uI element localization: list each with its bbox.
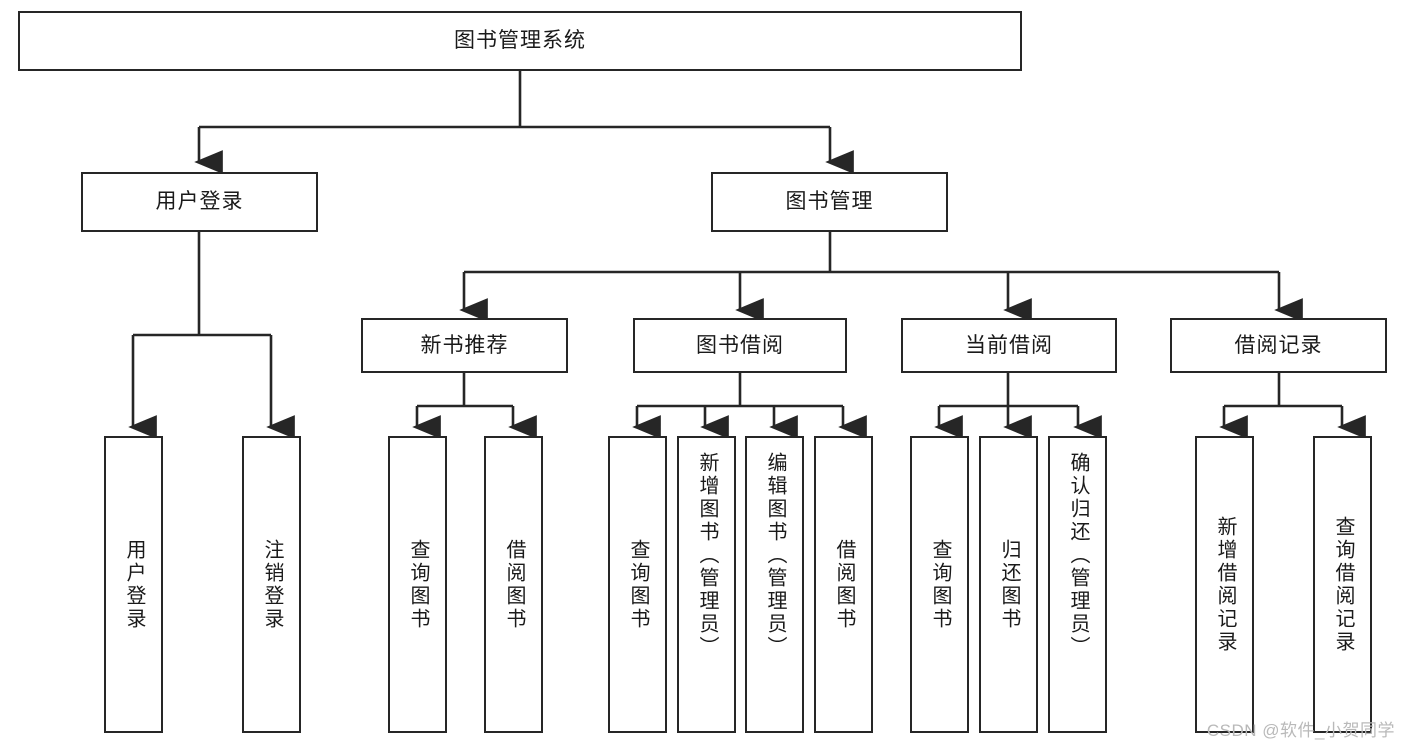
leaf-query-book-1-label: 查询图书 xyxy=(407,538,429,631)
node-root-label: 图书管理系统 xyxy=(454,29,586,53)
leaf-add-record-label: 新增借阅记录 xyxy=(1214,515,1236,654)
node-root[interactable]: 图书管理系统 xyxy=(18,11,1022,71)
leaf-edit-book[interactable]: 编辑图书（管理员） xyxy=(745,436,804,733)
leaf-confirm-return[interactable]: 确认归还（管理员） xyxy=(1048,436,1107,733)
node-new-book-recommend-label: 新书推荐 xyxy=(420,333,509,357)
leaf-borrow-book-1-label: 借阅图书 xyxy=(503,538,525,631)
node-user-login[interactable]: 用户登录 xyxy=(81,172,318,232)
node-borrow-record[interactable]: 借阅记录 xyxy=(1170,318,1387,373)
leaf-query-book-3-label: 查询图书 xyxy=(929,538,951,631)
leaf-query-record[interactable]: 查询借阅记录 xyxy=(1313,436,1372,733)
node-borrow-record-label: 借阅记录 xyxy=(1234,333,1323,357)
node-book-manage[interactable]: 图书管理 xyxy=(711,172,948,232)
leaf-edit-book-label: 编辑图书（管理员） xyxy=(764,452,786,659)
node-current-borrow-label: 当前借阅 xyxy=(965,333,1053,357)
leaf-borrow-book-2-label: 借阅图书 xyxy=(833,538,855,631)
leaf-query-record-label: 查询借阅记录 xyxy=(1332,515,1354,654)
leaf-return-book-label: 归还图书 xyxy=(998,538,1020,631)
leaf-user-login[interactable]: 用户登录 xyxy=(104,436,163,733)
node-book-borrow[interactable]: 图书借阅 xyxy=(633,318,847,373)
watermark-text: CSDN @软件_小贺同学 xyxy=(1206,721,1395,740)
leaf-user-logout-label: 注销登录 xyxy=(261,538,283,631)
leaf-return-book[interactable]: 归还图书 xyxy=(979,436,1038,733)
node-book-borrow-label: 图书借阅 xyxy=(696,333,784,357)
node-user-login-label: 用户登录 xyxy=(155,190,244,214)
leaf-user-login-label: 用户登录 xyxy=(123,538,145,631)
node-current-borrow[interactable]: 当前借阅 xyxy=(901,318,1117,373)
leaf-user-logout[interactable]: 注销登录 xyxy=(242,436,301,733)
node-new-book-recommend[interactable]: 新书推荐 xyxy=(361,318,568,373)
leaf-add-book[interactable]: 新增图书（管理员） xyxy=(677,436,736,733)
leaf-borrow-book-2[interactable]: 借阅图书 xyxy=(814,436,873,733)
leaf-query-book-2[interactable]: 查询图书 xyxy=(608,436,667,733)
leaf-query-book-1[interactable]: 查询图书 xyxy=(388,436,447,733)
node-book-manage-label: 图书管理 xyxy=(785,190,874,214)
leaf-confirm-return-label: 确认归还（管理员） xyxy=(1067,452,1089,659)
leaf-query-book-2-label: 查询图书 xyxy=(627,538,649,631)
leaf-query-book-3[interactable]: 查询图书 xyxy=(910,436,969,733)
leaf-add-record[interactable]: 新增借阅记录 xyxy=(1195,436,1254,733)
leaf-add-book-label: 新增图书（管理员） xyxy=(696,452,718,659)
leaf-borrow-book-1[interactable]: 借阅图书 xyxy=(484,436,543,733)
